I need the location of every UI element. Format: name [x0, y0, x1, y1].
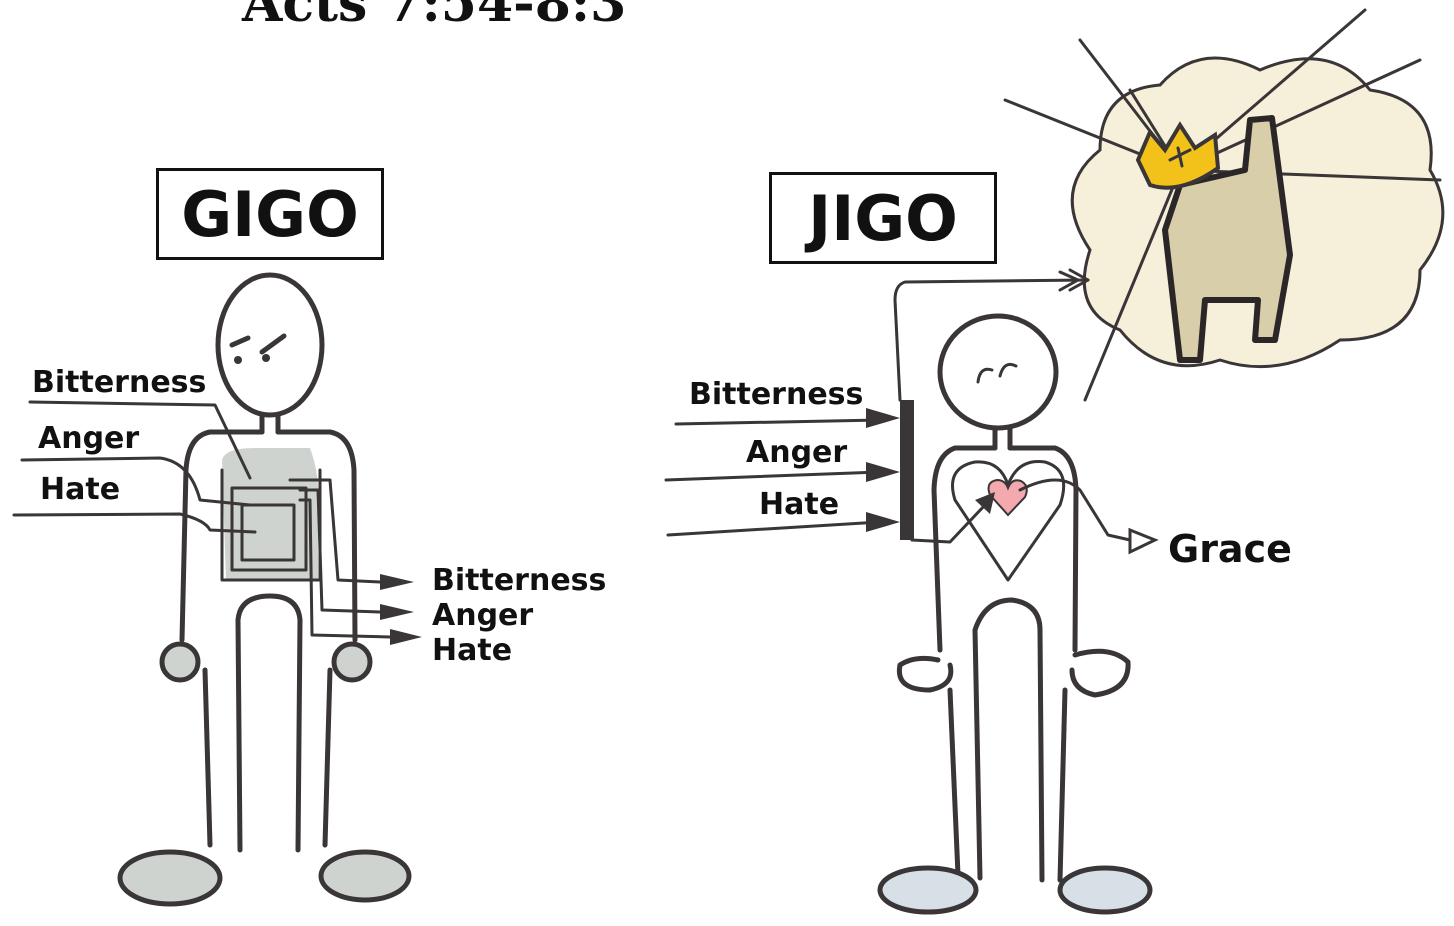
jigo-output-arrow	[1130, 530, 1155, 552]
gigo-output-arrow-1	[380, 574, 414, 590]
jigo-right-hand	[1072, 651, 1128, 695]
gigo-input-line-hate	[14, 514, 255, 532]
gigo-output-arrow-3	[390, 629, 422, 645]
jigo-heading: JIGO	[769, 172, 997, 264]
gigo-neck	[262, 415, 278, 432]
jigo-output-label-grace: Grace	[1168, 530, 1292, 568]
jigo-right-foot	[1060, 868, 1150, 912]
gigo-right-eye	[262, 354, 270, 362]
jigo-input-line-hate	[668, 522, 880, 535]
jigo-input-line-bitterness	[676, 420, 880, 424]
gigo-left-eye	[234, 356, 242, 364]
jigo-input-label-bitterness: Bitterness	[689, 380, 863, 410]
jigo-input-label-hate: Hate	[759, 490, 839, 520]
gigo-output-label-anger: Anger	[432, 601, 533, 631]
gigo-left-hand	[162, 644, 198, 680]
jigo-input-arrow-1	[866, 408, 900, 428]
gigo-right-hand	[334, 644, 370, 680]
gigo-right-foot	[321, 852, 409, 900]
jigo-head	[940, 316, 1056, 428]
jigo-neck	[995, 428, 1010, 448]
gigo-output-label-bitterness: Bitterness	[432, 566, 606, 596]
gigo-left-foot	[120, 852, 220, 904]
gigo-output-arrow-2	[380, 604, 414, 620]
jigo-input-arrow-3	[866, 512, 900, 532]
jigo-input-arrow-2	[866, 462, 900, 482]
gigo-input-label-bitterness: Bitterness	[32, 368, 206, 398]
gigo-output-label-hate: Hate	[432, 636, 512, 666]
gigo-input-label-anger: Anger	[38, 424, 139, 454]
jigo-shield-panel	[900, 400, 914, 540]
gigo-heading: GIGO	[156, 168, 384, 260]
jigo-input-line-anger	[666, 472, 880, 480]
jigo-left-foot	[880, 868, 976, 912]
jigo-left-hand	[899, 658, 950, 690]
page-title: Acts 7:54-8:3	[242, 0, 626, 30]
gigo-input-label-hate: Hate	[40, 475, 120, 505]
jigo-input-label-anger: Anger	[746, 438, 847, 468]
